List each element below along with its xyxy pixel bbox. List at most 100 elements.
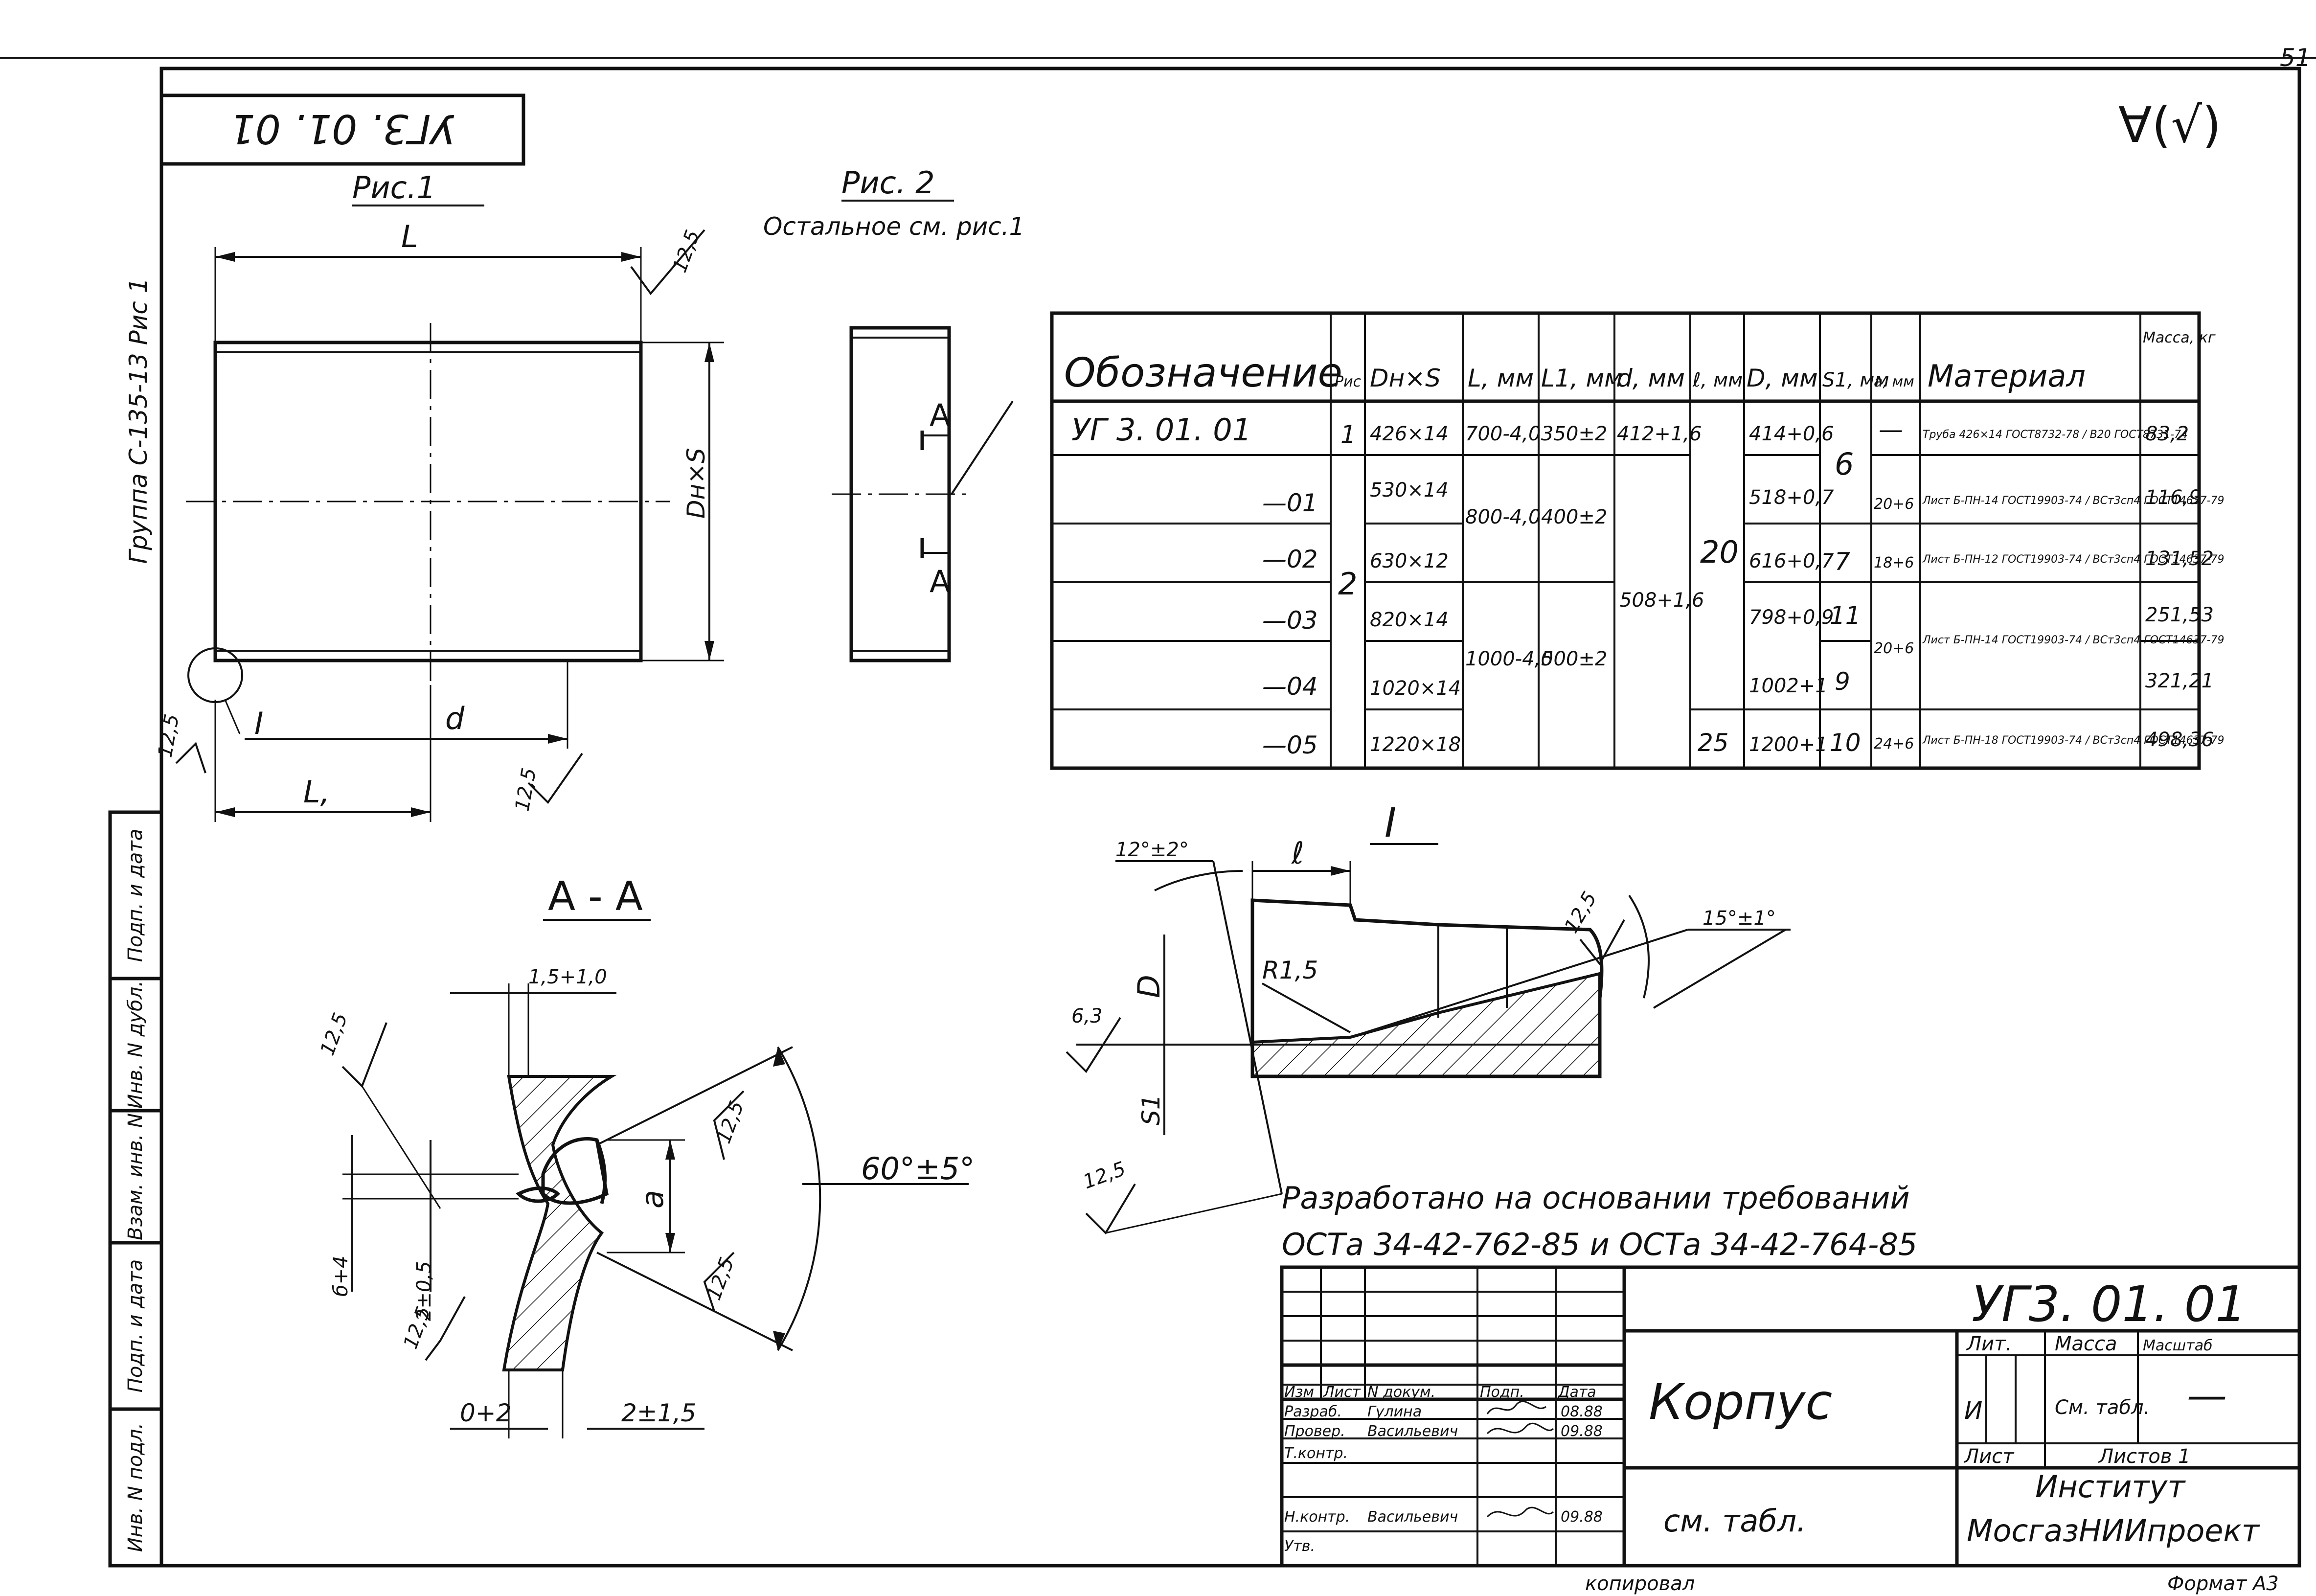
td-r5-S1: 10 (1830, 729, 1861, 757)
requirements-note: Разработано на основании требований ОСТа… (1282, 1180, 1917, 1262)
left-approval-strip: Подп. и дата Инв. N дубл. Взам. инв. N П… (108, 810, 163, 1568)
td-r1-D: 518+0,7 (1749, 486, 1834, 509)
note-line-2: ОСТа 34-42-762-85 и ОСТа 34-42-764-85 (1282, 1227, 1917, 1262)
format-note: Формат A3 (2167, 1573, 2279, 1595)
td-r3-dns: 820×14 (1370, 609, 1449, 631)
detail-i-dim-D: D (1131, 975, 1167, 998)
tb-col-date: Дата (1557, 1384, 1596, 1401)
strip-label-3: Взам. инв. N (124, 1113, 147, 1240)
td-r4-mass: 321,21 (2145, 670, 2214, 692)
td-r3-S1: 11 (1830, 601, 1861, 630)
th-L1: L1, мм (1541, 364, 1623, 392)
fig2-subtitle: Остальное см. рис.1 (763, 212, 1024, 241)
detail-i-radius: R1,5 (1262, 956, 1318, 984)
fig1-dim-d: d (445, 701, 465, 736)
signature-3 (1486, 1506, 1554, 1518)
tb-row-person-0: Гулина (1367, 1403, 1422, 1420)
th-designation: Обозначение (1064, 350, 1342, 396)
td-r2-a: 18+6 (1874, 554, 1914, 571)
fig1-title: Рис.1 (352, 170, 436, 205)
td-r0-ris: 1 (1340, 420, 1356, 449)
td-r5-l: 25 (1698, 729, 1729, 757)
td-r4-name: —04 (1262, 672, 1318, 701)
td-r2-name: —02 (1262, 545, 1318, 573)
section-aa-roughness-1: 12,5 (316, 1010, 352, 1058)
td-r5-dns: 1220×18 (1370, 733, 1461, 756)
spec-table: Обозначение Рис Dн×S L, мм L1, мм d, мм … (1050, 311, 2225, 770)
section-aa-dim-a: а (635, 1190, 670, 1208)
td-r3-mass: 251,53 (2145, 604, 2214, 626)
section-aa-dim-e: 2±1,5 (621, 1399, 696, 1427)
detail-i-title: I (1385, 800, 1396, 846)
fig1-roughness-3: 12,5 (511, 766, 541, 813)
td-r5-mass: 498,36 (2145, 729, 2214, 751)
detail-i-roughness-2: 12,5 (1560, 888, 1601, 937)
td-r4-dns: 1020×14 (1370, 677, 1461, 700)
section-aa-gap-top: 1,5+1,0 (528, 966, 607, 988)
fig2-section-mark-top: A (930, 397, 950, 433)
tb-scale-value: — (2187, 1372, 2227, 1419)
tb-row-role-1: Провер. (1284, 1423, 1345, 1440)
section-aa-angle: 60°±5° (861, 1151, 975, 1186)
tb-col-sign: Подп. (1480, 1384, 1524, 1401)
td-r2-D: 616+0,7 (1749, 550, 1834, 572)
detail-i-roughness-3: 12,5 (1080, 1158, 1129, 1194)
figure-2: Рис. 2 Остальное см. рис.1 A A (763, 165, 1024, 662)
code-stamp-text: УГ3. 01. 01 (230, 105, 455, 152)
tb-col-izm: Изм (1284, 1384, 1314, 1401)
th-D: D, мм (1747, 364, 1818, 392)
detail-i-angle-right: 15°±1° (1703, 907, 1776, 930)
td-r1-material: Лист Б-ПН-14 ГОСТ19903-74 / ВСт3сп4 ГОСТ… (1922, 495, 2225, 507)
td-r3-D: 798+0,9 (1749, 606, 1834, 629)
tb-row-person-1: Васильевич (1367, 1423, 1458, 1440)
figure-1: Рис.1 L Dн×S 12,5 I d (154, 170, 724, 822)
section-aa-dim-c: 2±0,5 (413, 1261, 435, 1321)
section-aa-title: А - А (548, 873, 643, 920)
td-r1-a: 20+6 (1874, 496, 1914, 513)
td-r5-D: 1200+1 (1749, 733, 1828, 756)
tb-lit-label: Лит. (1966, 1333, 2012, 1355)
fig1-roughness-1: 12,5 (668, 227, 704, 275)
section-aa-roughness-4: 12,5 (399, 1303, 435, 1352)
sheet-number: 51 (2280, 44, 2311, 72)
td-r5-name: —05 (1262, 731, 1318, 759)
td-r2-material: Лист Б-ПН-12 ГОСТ19903-74 / ВСт3сп4 ГОСТ… (1922, 553, 2225, 566)
td-merged-a20: 20+6 (1874, 640, 1914, 657)
copy-note: копировал (1585, 1573, 1695, 1595)
tb-mass-value: См. табл. (2055, 1396, 2150, 1419)
td-r4-L: 1000-4,0 (1465, 648, 1553, 670)
td-r0-name: УГ 3. 01. 01 (1071, 412, 1251, 448)
td-merged-mat03: Лист Б-ПН-14 ГОСТ19903-74 / ВСт3сп4 ГОСТ… (1922, 634, 2225, 646)
strip-label-1: Подп. и дата (124, 829, 147, 962)
td-r5-material: Лист Б-ПН-18 ГОСТ19903-74 / ВСт3сп4 ГОСТ… (1922, 734, 2225, 747)
tb-scale-label: Масштаб (2143, 1337, 2213, 1354)
td-r4-D: 1002+1 (1749, 675, 1828, 697)
tb-row-role-2: Т.контр. (1284, 1445, 1348, 1462)
tb-col-doc: N докум. (1367, 1384, 1435, 1401)
fig1-roughness-2: 12,5 (154, 712, 184, 759)
td-r5-a: 24+6 (1874, 735, 1914, 752)
td-r0-mass: 83,2 (2145, 423, 2189, 445)
td-r0-d: 412+1,6 (1617, 423, 1702, 445)
tb-lit-value: И (1964, 1396, 1982, 1425)
th-S1: S1, мм (1822, 369, 1889, 391)
fig1-dim-L: L (401, 219, 418, 254)
td-r0-a: — (1879, 415, 1903, 444)
detail-i-dim-l: ℓ (1291, 835, 1304, 871)
th-d: d, мм (1617, 364, 1685, 392)
tb-row-date-0: 08.88 (1561, 1403, 1603, 1420)
th-L: L, мм (1468, 364, 1534, 392)
detail-i-roughness-1: 6,3 (1071, 1005, 1103, 1027)
td-merged-s1-6: 6 (1835, 446, 1854, 482)
tb-org-2: МосгазНИИпроект (1967, 1513, 2260, 1549)
tb-row-role-0: Разраб. (1284, 1403, 1342, 1420)
td-r0-material: Труба 426×14 ГОСТ8732-78 / В20 ГОСТ8731-… (1923, 429, 2188, 441)
fig2-section-mark-bottom: A (930, 564, 950, 599)
fig1-detail-mark: I (254, 706, 263, 741)
td-r0-D: 414+0,6 (1749, 423, 1834, 445)
td-r1-L1: 400±2 (1541, 506, 1607, 528)
td-r4-S1: 9 (1835, 667, 1850, 696)
section-aa-dim-b: б+4 (330, 1255, 352, 1297)
th-mass: Масса, кг (2143, 329, 2216, 346)
td-merged-l20: 20 (1700, 534, 1739, 570)
